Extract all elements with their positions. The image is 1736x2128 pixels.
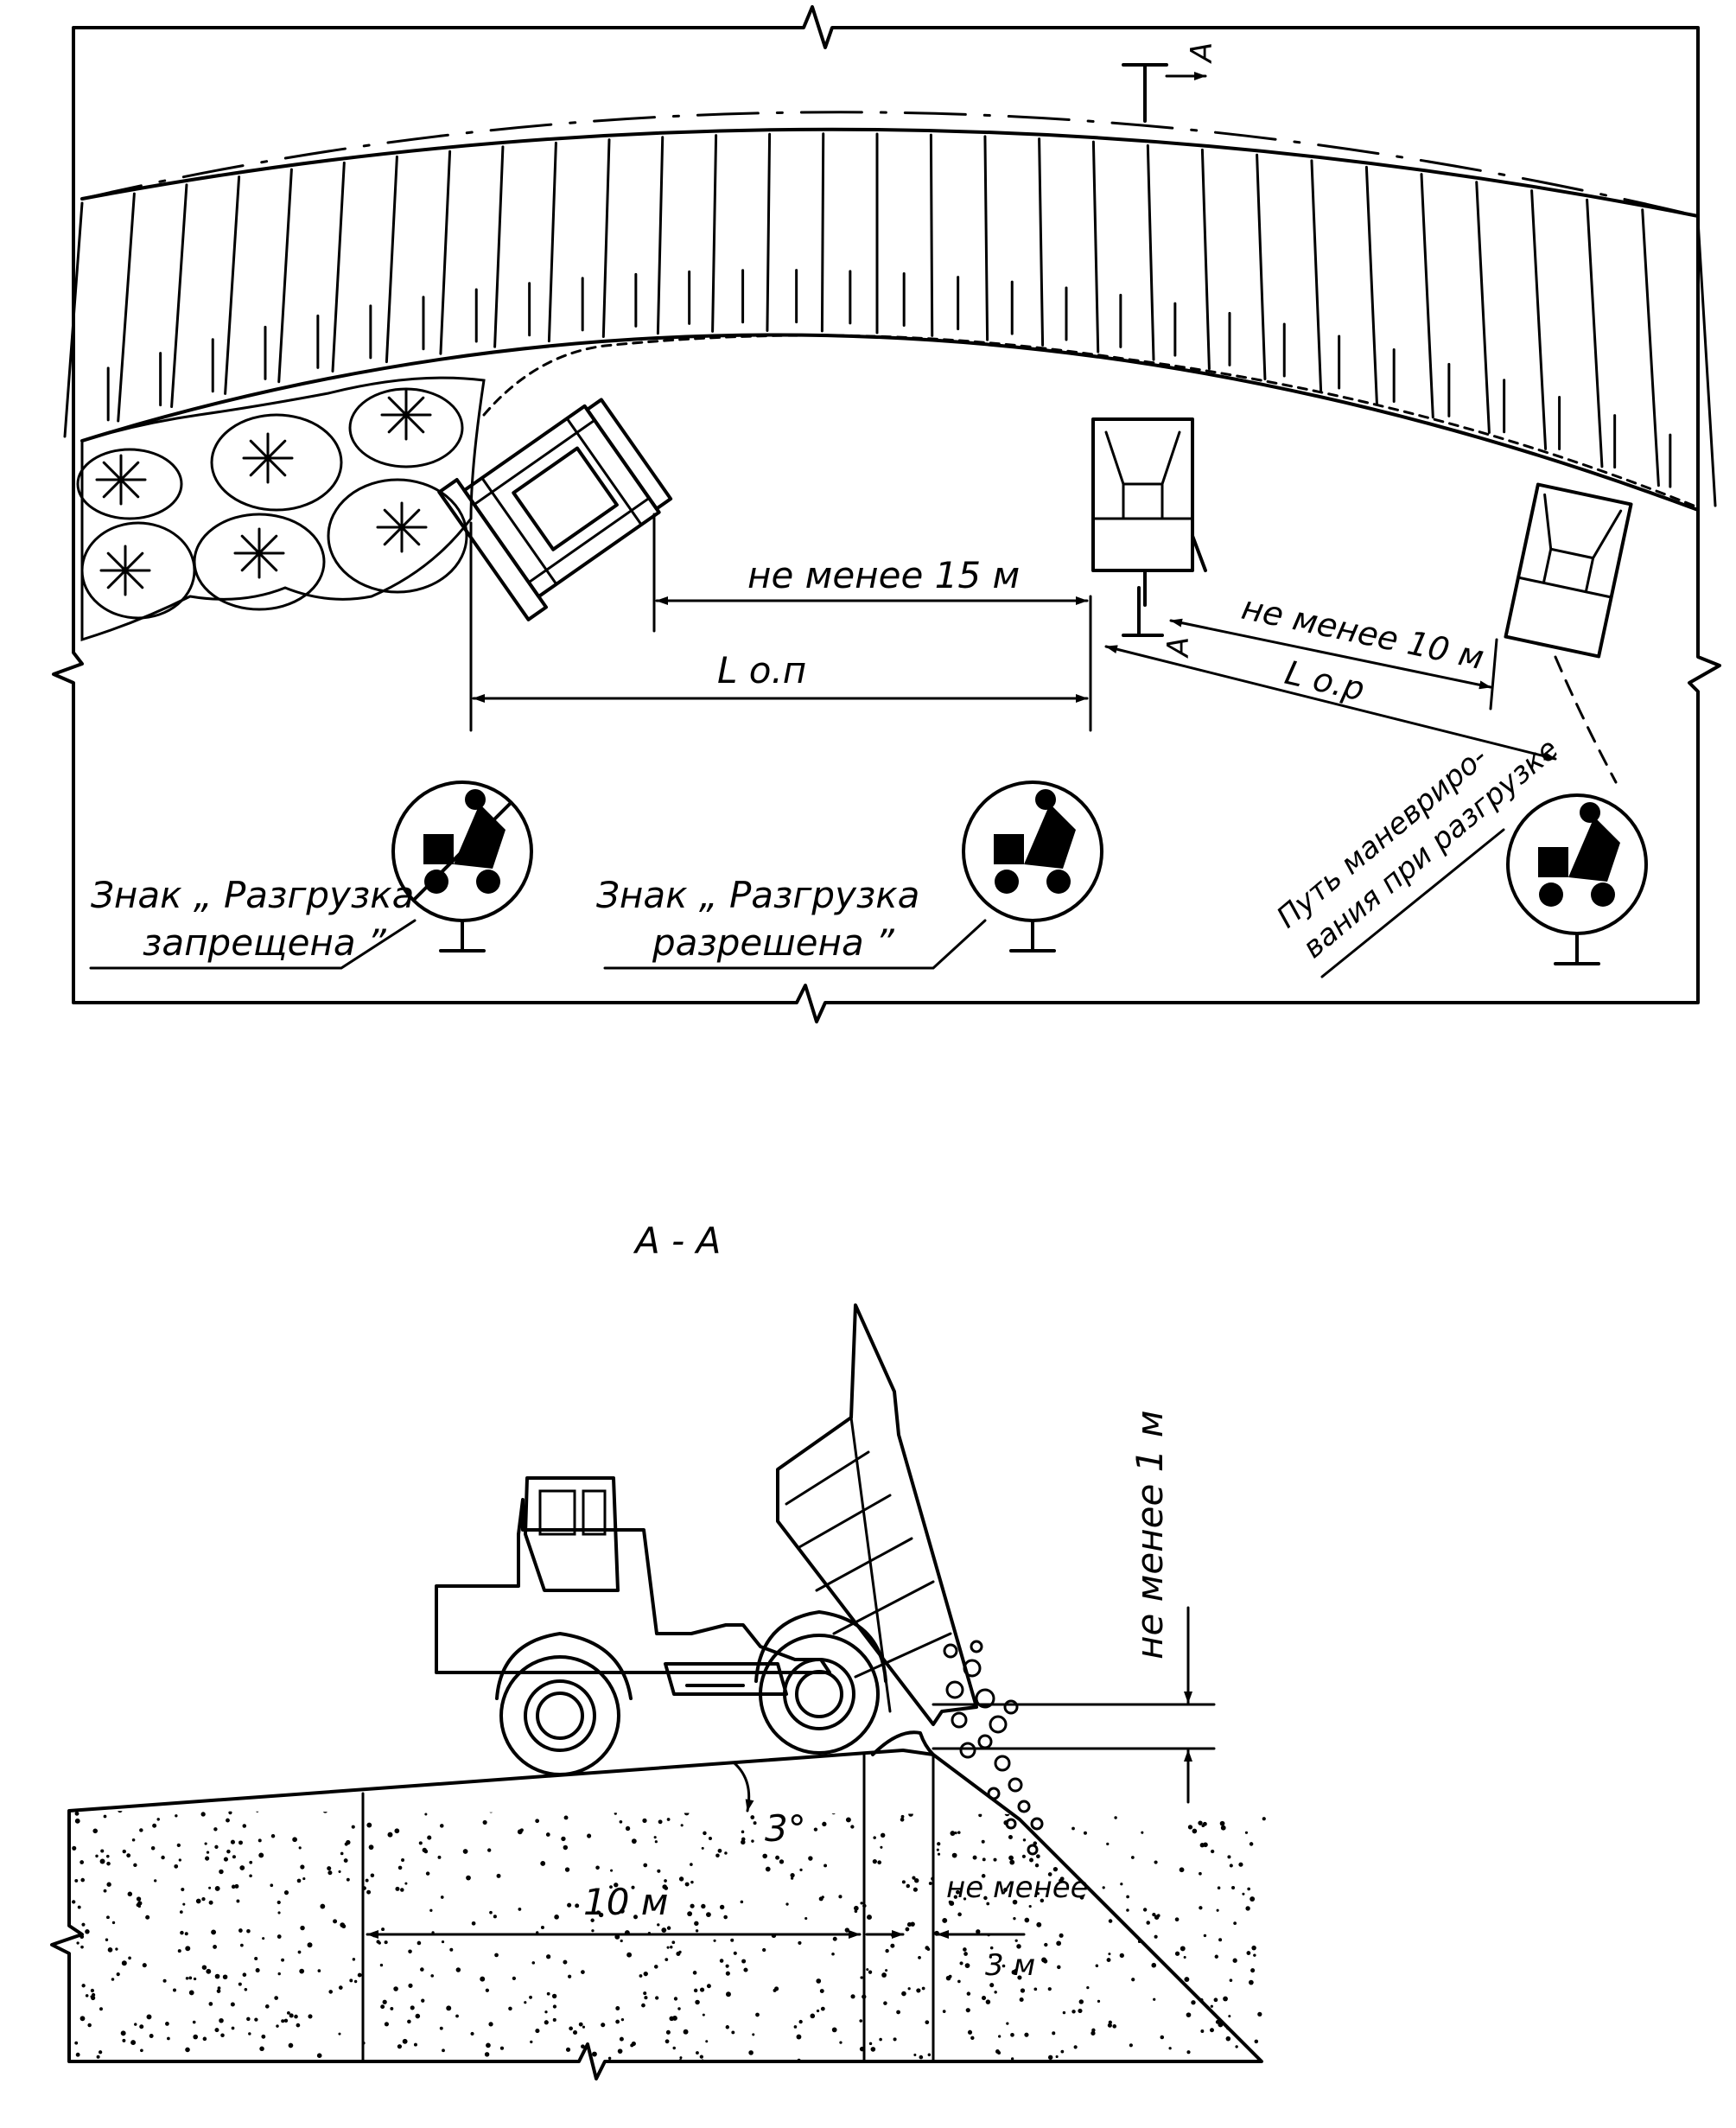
dim-height-min-1m: не менее 1 м [932,1411,1216,1804]
angle-3deg: 3° [733,1762,806,1850]
plan-frame [52,5,1721,1023]
dump-truck-plan-1 [1091,417,1207,607]
sign-unloading-forbidden [391,780,533,953]
safety-berm [482,334,1695,507]
dim-min-10m-label: не менее 10 м [1238,589,1487,677]
sign-forbidden-label-line2: запрещена ” [143,921,387,964]
section-marker-top-label: А [1185,42,1219,64]
ground-stipple [72,1811,1266,2063]
angle-label: 3° [765,1807,806,1850]
section-marker-bottom-label: А [1161,637,1196,659]
sign-forbidden-label: Знак „ Разгрузка запрещена ” [89,874,417,970]
safety-berm-section [871,1730,935,1756]
sign-allowed-label: Знак „ Разгрузка разрешена ” [596,874,987,970]
crest-dash-line [80,111,1700,218]
dim-min-3m-label-line2: 3 м [985,1948,1035,1983]
sign-forbidden-label-line1: Знак „ Разгрузка [91,874,414,916]
dim-l-op-label: L о.п [717,649,806,691]
bulldozer [437,398,673,621]
dump-truck-plan-2 [1504,482,1633,659]
bench-top-edge [80,127,1700,218]
rock-pile [76,376,486,642]
section-marker-top: А [1122,42,1219,123]
ground-profile [50,1749,1263,2080]
dim-min-3m-label-line1: не менее [946,1870,1089,1905]
sign-unloading-allowed [962,780,1103,953]
bench-toe-edge [80,333,1700,512]
dim-10m-label: 10 м [583,1881,668,1923]
dim-min-3m: не менее 3 м [865,1870,1089,1983]
dim-l-op: L о.п [469,521,1092,732]
dim-height-label: не менее 1 м [1129,1411,1171,1660]
dim-l-or-label: L о.р [1281,653,1368,709]
section-title: А - А [633,1220,721,1262]
ground-divisions [361,1753,935,2063]
rock-pile-stars [95,389,432,596]
sign-allowed-label-line2: разрешена ” [652,921,895,964]
maneuver-path [1554,655,1618,784]
dim-min-15m: не менее 15 м [652,513,1092,637]
dump-truck-side [435,1303,978,1776]
maneuver-label-line2: вания при разгрузке [1296,732,1565,965]
sign-allowed-label-line1: Знак „ Разгрузка [596,874,919,916]
section-view: А - А [50,1220,1266,2080]
slope-hatching [63,132,1717,507]
maneuver-label: Путь маневриро- вания при разгрузке [1270,732,1565,978]
dim-10m: 10 м [366,1881,862,1939]
sign-unloading-allowed-2 [1506,793,1648,965]
plan-view: А А не менее 15 м L о.п не менее 10 м [52,5,1721,1023]
dim-min-15m-label: не менее 15 м [747,554,1020,596]
